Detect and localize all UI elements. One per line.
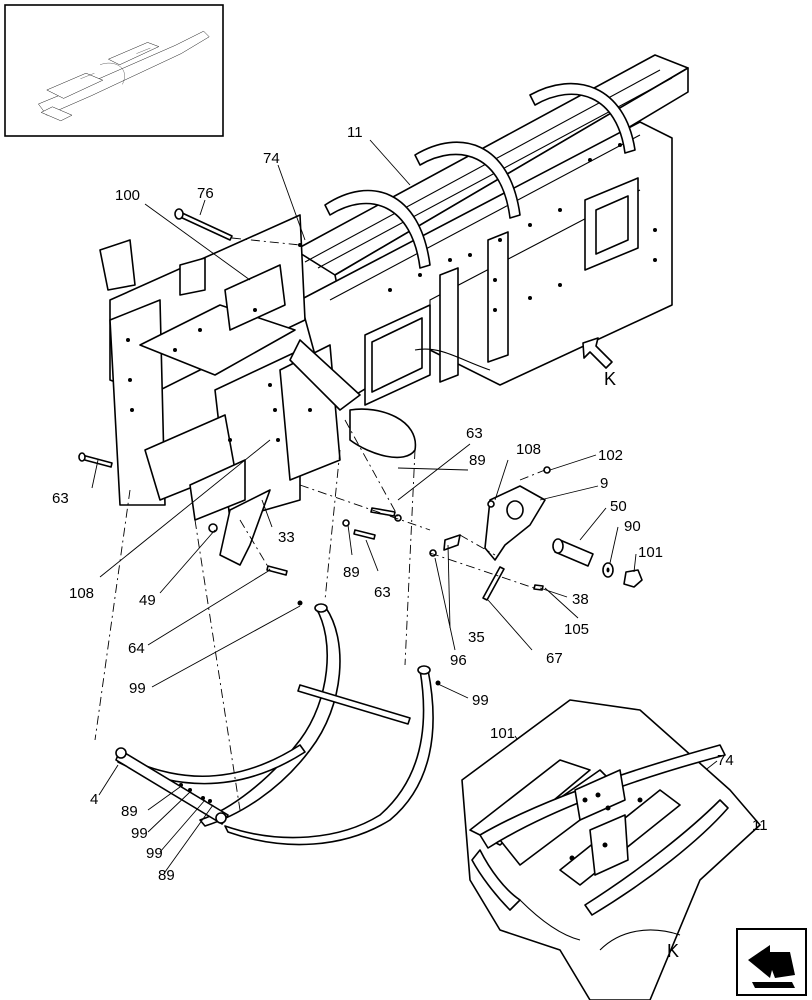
- callout-labels: 11 74 100 76 63 108 49 33 64 99 89 63 63…: [52, 124, 768, 961]
- overview-thumbnail: [4, 4, 224, 137]
- callout-9: 9: [600, 475, 608, 492]
- callout-108: 108: [516, 441, 541, 458]
- callout-89: 89: [469, 452, 486, 469]
- detail-view-k: [461, 699, 761, 1000]
- callout-102: 102: [598, 447, 623, 464]
- callout-67: 67: [546, 650, 563, 667]
- callout-11: 11: [347, 124, 363, 141]
- callout-99: 99: [129, 680, 146, 697]
- callout-50: 50: [610, 498, 627, 515]
- callout-49: 49: [139, 592, 156, 609]
- callout-89: 89: [343, 564, 360, 581]
- callout-89: 89: [158, 867, 175, 884]
- callout-108: 108: [69, 585, 94, 602]
- callout-90: 90: [624, 518, 641, 535]
- callout-99: 99: [472, 692, 489, 709]
- callout-89: 89: [121, 803, 138, 820]
- callout-38: 38: [572, 591, 589, 608]
- callout-105: 105: [564, 621, 589, 638]
- callout-76: 76: [197, 185, 214, 202]
- callout-64: 64: [128, 640, 145, 657]
- callout-74: 74: [263, 150, 280, 167]
- callout-63: 63: [52, 490, 69, 507]
- callout-96: 96: [450, 652, 467, 669]
- callout-99: 99: [146, 845, 163, 862]
- callout-4: 4: [90, 791, 98, 808]
- main-frame-assembly: [78, 54, 689, 566]
- callout-101: 101: [638, 544, 663, 561]
- callout-63: 63: [466, 425, 483, 442]
- callout-99: 99: [131, 825, 148, 842]
- callout-33: 33: [278, 529, 295, 546]
- callout-74: 74: [717, 752, 734, 769]
- return-arrow-icon[interactable]: [736, 928, 807, 996]
- callout-35: 35: [468, 629, 485, 646]
- view-direction-arrow: [582, 337, 613, 369]
- step-hoop-assembly: [115, 600, 441, 846]
- callout-100: 100: [115, 187, 140, 204]
- view-label-k-main: K: [604, 369, 616, 389]
- callout-11: 11: [752, 817, 768, 834]
- callout-101: 101: [490, 725, 515, 742]
- view-label-k-detail: K: [667, 941, 679, 961]
- callout-63: 63: [374, 584, 391, 601]
